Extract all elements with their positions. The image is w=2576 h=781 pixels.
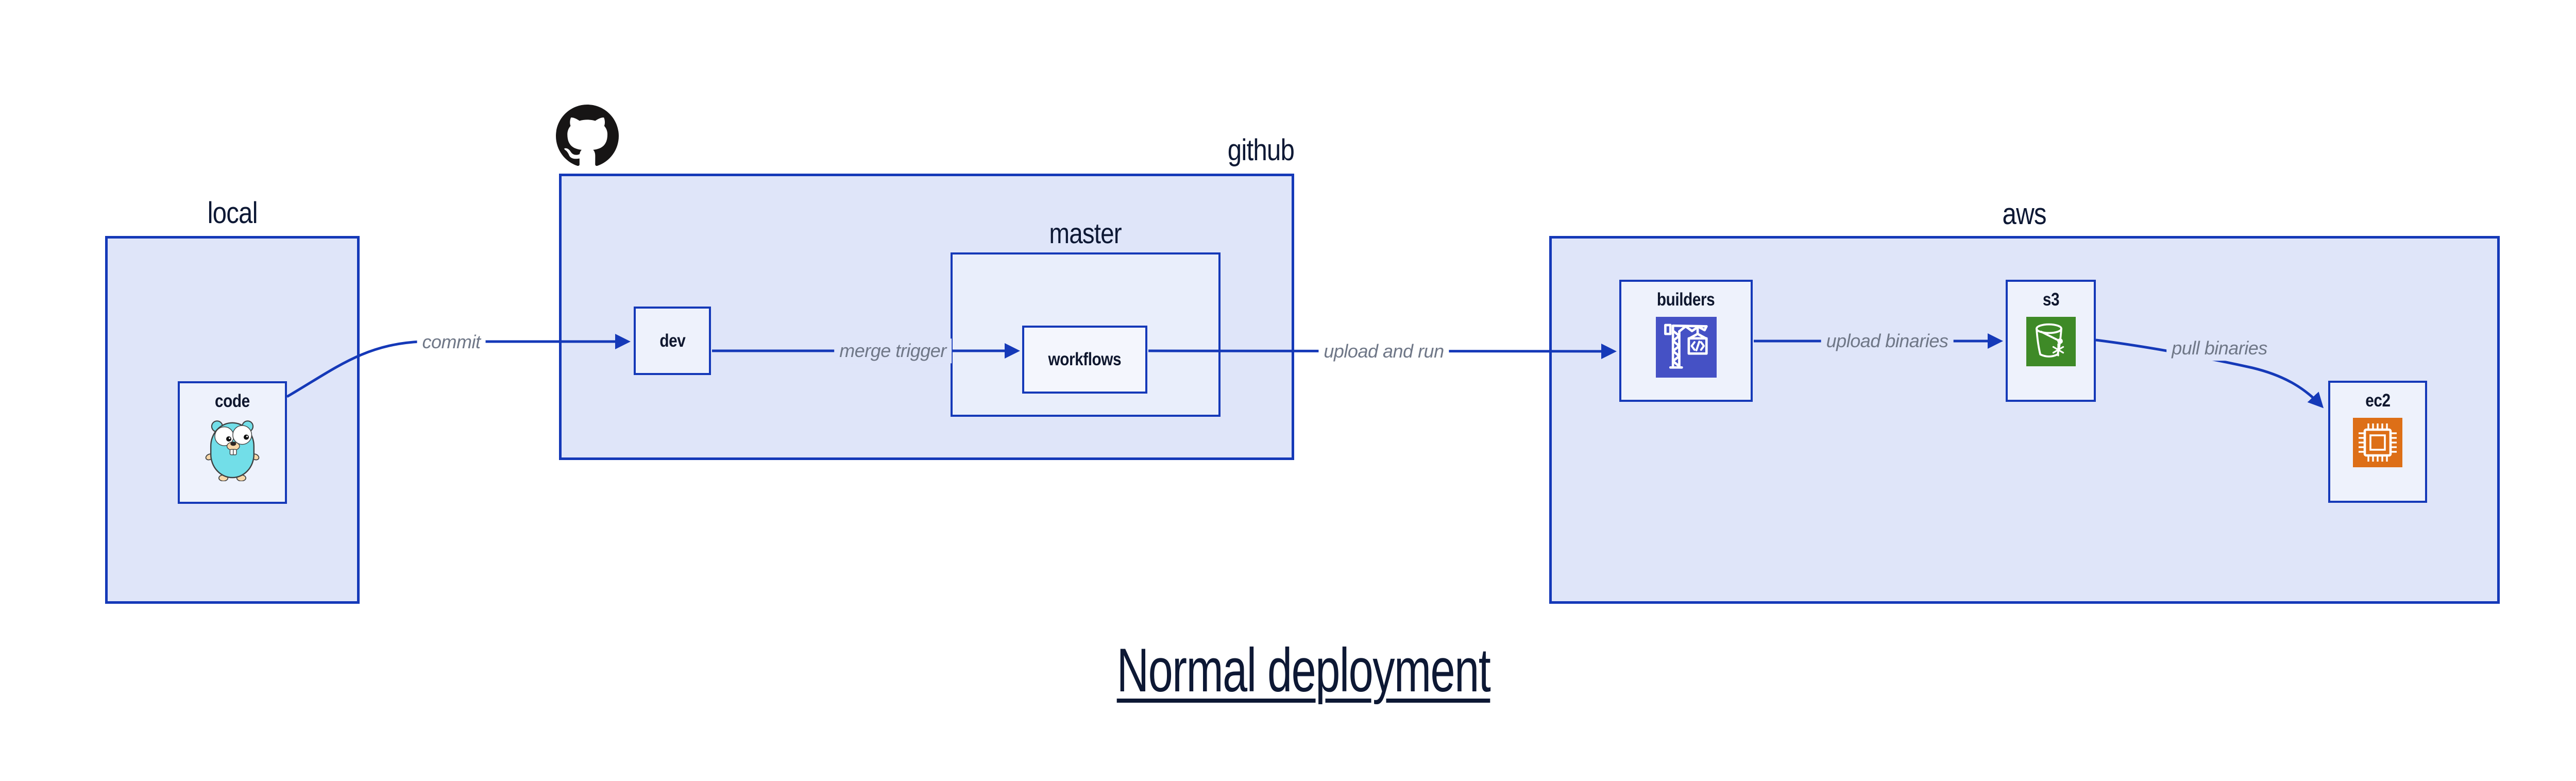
diagram-title: Normal deployment	[1116, 636, 1491, 705]
edge-label-pull-binaries: pull binaries	[2166, 336, 2273, 361]
edge-label-merge-trigger: merge trigger	[834, 338, 952, 363]
group-label-master: master	[1049, 217, 1122, 249]
github-octocat-logo-icon	[556, 105, 619, 166]
node-code: code	[178, 381, 287, 504]
edge-label-upload-binaries: upload binaries	[1821, 329, 1954, 353]
node-label-s3: s3	[2042, 290, 2059, 310]
node-label-code: code	[215, 391, 250, 411]
node-dev: dev	[634, 307, 711, 375]
edge-label-commit: commit	[417, 330, 486, 354]
group-label-local: local	[207, 196, 258, 230]
node-label-ec2: ec2	[2365, 390, 2391, 411]
node-label-workflows: workflows	[1048, 349, 1122, 369]
edge-label-upload-and-run: upload and run	[1318, 339, 1449, 364]
node-label-builders: builders	[1657, 290, 1715, 310]
node-s3: s3	[2006, 280, 2096, 402]
node-label-dev: dev	[659, 330, 685, 351]
group-label-github: github	[1227, 133, 1295, 167]
aws-codebuild-crane-icon	[1655, 317, 1717, 378]
go-gopher-icon	[205, 420, 260, 481]
aws-ec2-chip-icon	[2353, 418, 2402, 467]
node-workflows: workflows	[1022, 326, 1147, 394]
node-builders: builders	[1619, 280, 1753, 402]
aws-s3-glacier-bucket-icon	[2026, 317, 2076, 366]
group-label-aws: aws	[2002, 197, 2047, 231]
node-ec2: ec2	[2328, 381, 2427, 503]
